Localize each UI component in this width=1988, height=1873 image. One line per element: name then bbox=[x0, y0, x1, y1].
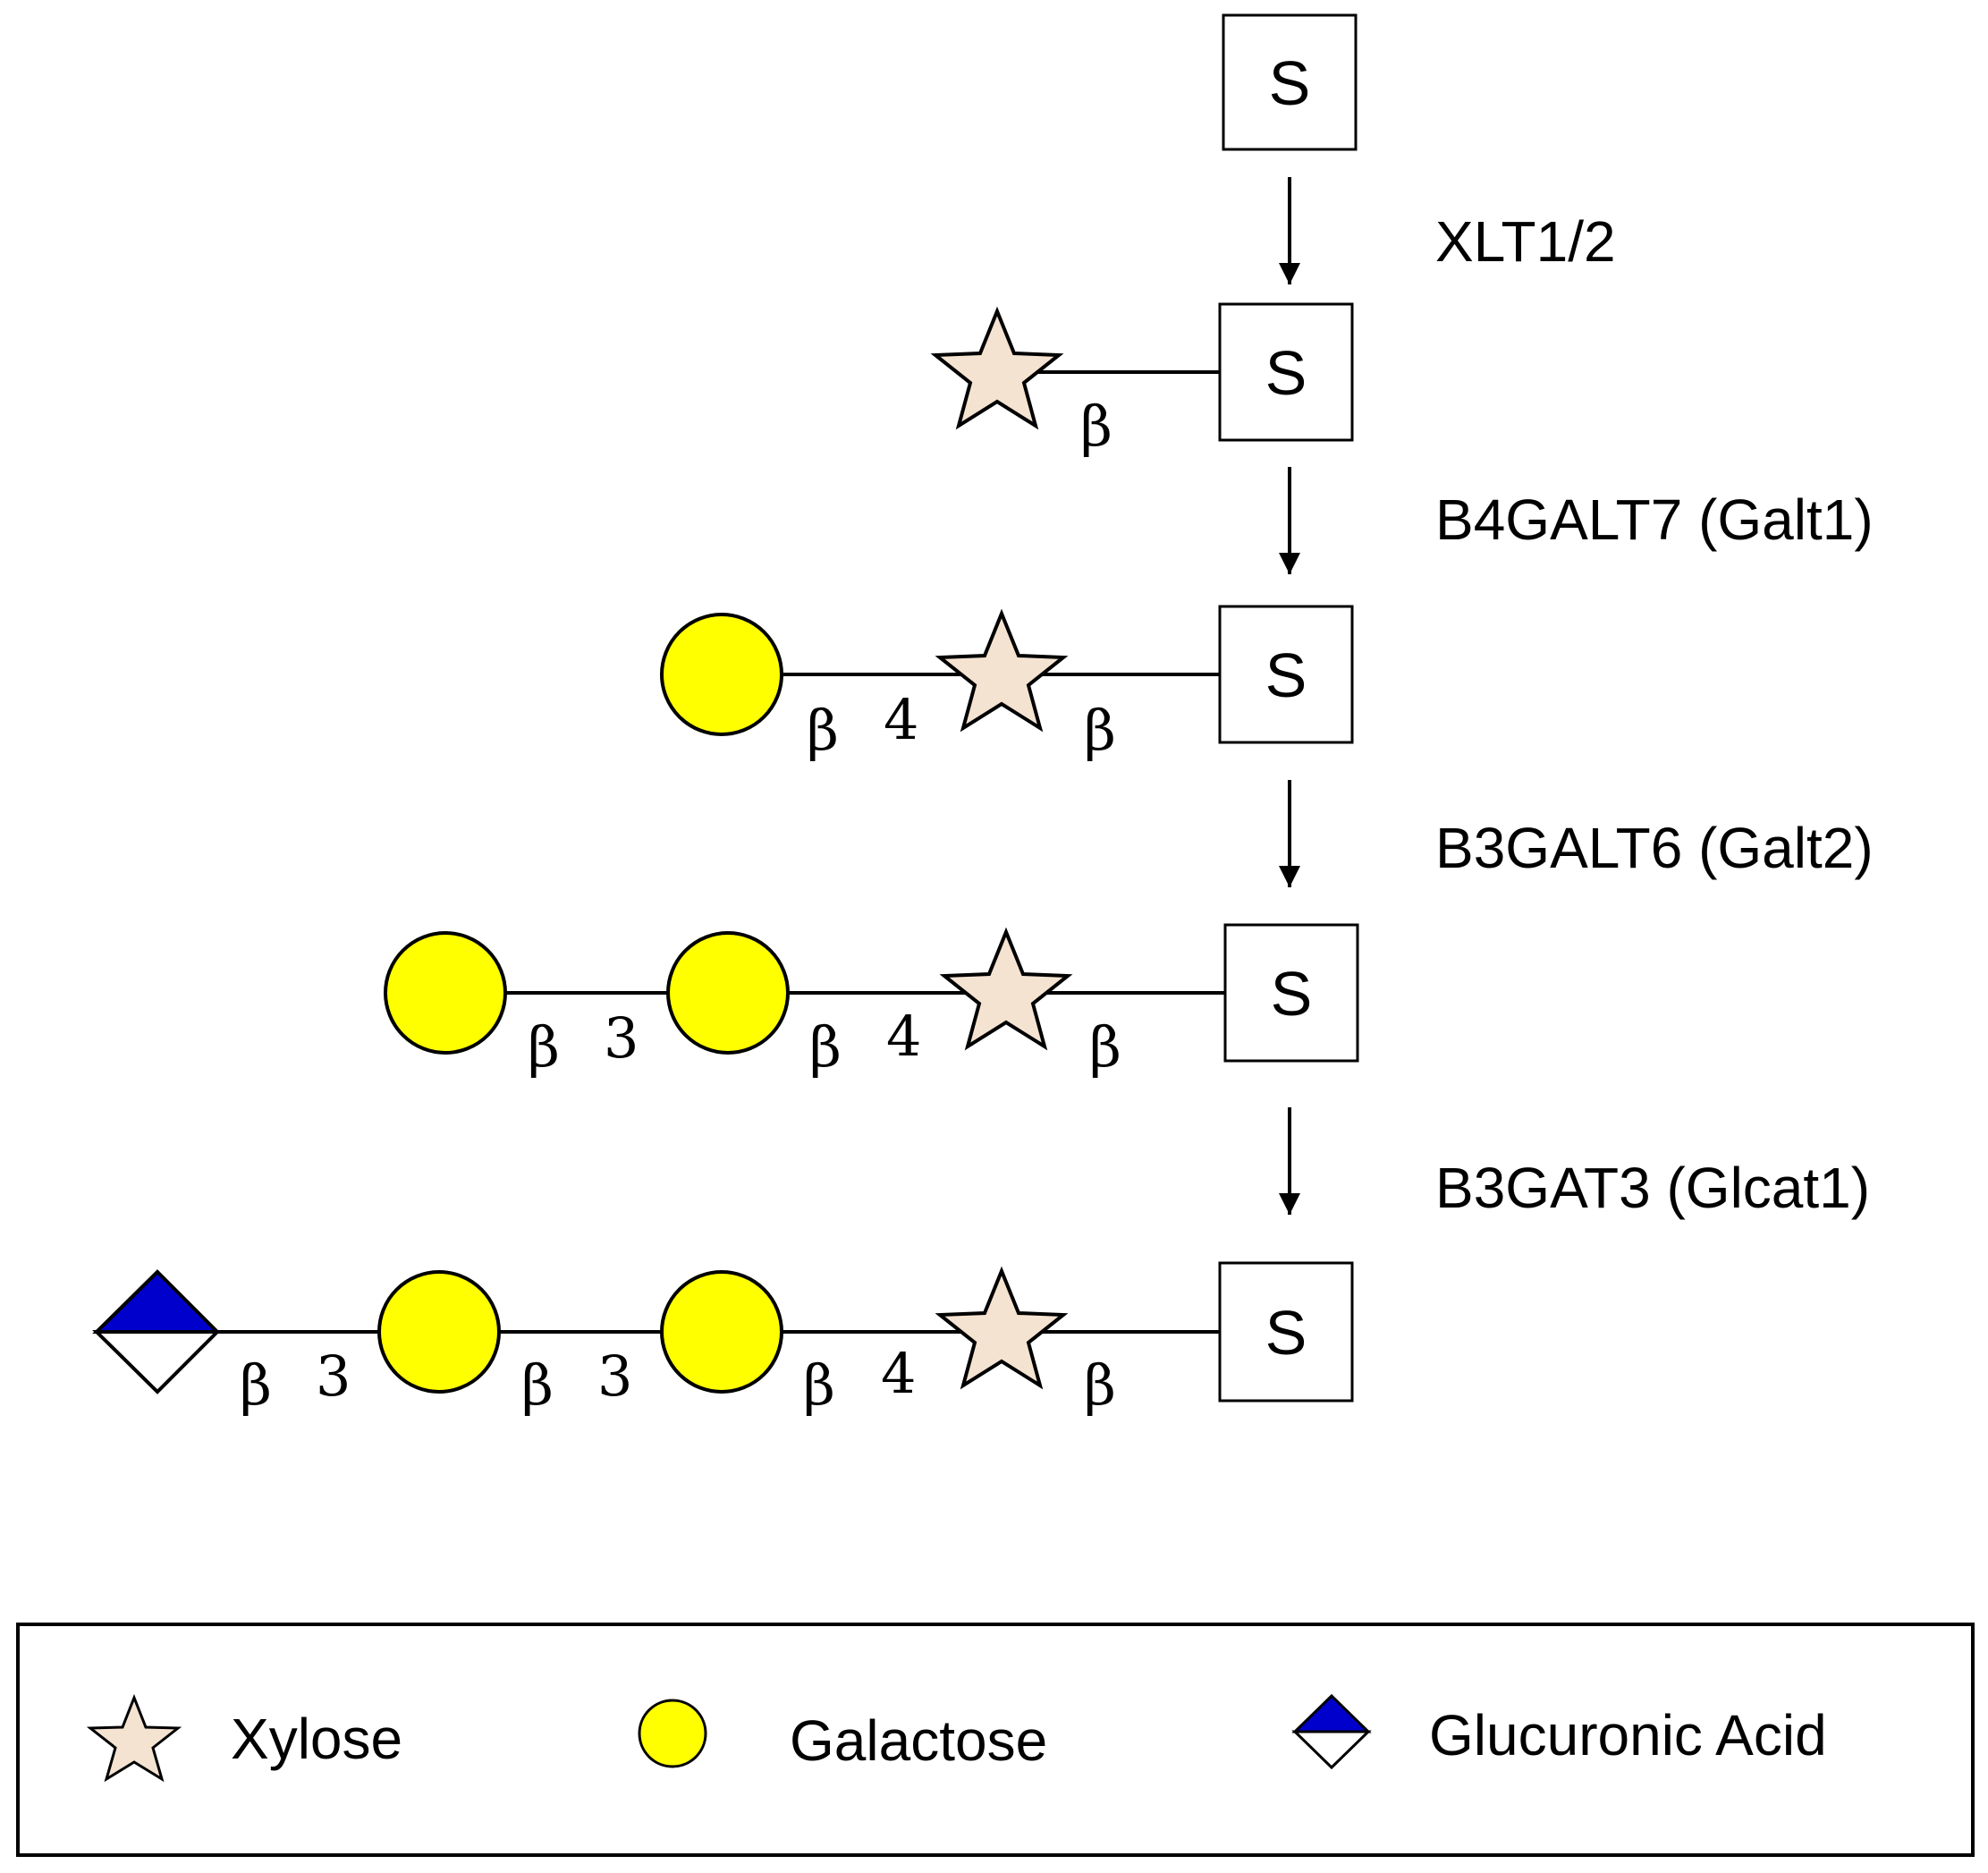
linkage-position: 3 bbox=[316, 1343, 351, 1409]
legend-label-xylose: Xylose bbox=[231, 1707, 402, 1771]
legend-galactose-circle-icon bbox=[638, 1699, 707, 1768]
linkage-beta: β bbox=[1080, 394, 1112, 459]
legend-label-glucuronic-acid: Glucuronic Acid bbox=[1429, 1703, 1827, 1767]
enzyme-label-b3gat3: B3GAT3 (Glcat1) bbox=[1435, 1156, 1870, 1220]
serine-box bbox=[1218, 605, 1354, 744]
xylose-star-icon bbox=[935, 1266, 1069, 1390]
step-5-linkage-tetrasaccharide: β 3 β 3 β 4 β S bbox=[92, 1261, 1354, 1418]
linkage-beta: β bbox=[240, 1352, 272, 1418]
linkage-position: 4 bbox=[881, 1341, 916, 1406]
galactose-circle-icon bbox=[377, 1270, 501, 1394]
xylose-star-icon bbox=[939, 927, 1073, 1051]
serine-box bbox=[1223, 923, 1359, 1063]
step-3-gal-xyl-serine: β 4 β S bbox=[660, 605, 1354, 763]
serine-label: S bbox=[1269, 48, 1311, 118]
step-1-serine: S bbox=[1222, 13, 1358, 151]
galactose-circle-icon bbox=[666, 931, 790, 1055]
glucuronic-acid-diamond-lower bbox=[92, 1330, 222, 1394]
enzyme-label-xlt: XLT1/2 bbox=[1435, 209, 1616, 274]
enzyme-label-b4galt7: B4GALT7 (Galt1) bbox=[1435, 487, 1874, 552]
step-4-gal-gal-xyl-serine: β 3 β 4 β S bbox=[384, 923, 1359, 1080]
linkage-position: 3 bbox=[604, 1005, 639, 1071]
serine-label: S bbox=[1265, 1298, 1307, 1368]
step-2-xyl-serine: β S bbox=[930, 302, 1354, 459]
linkage-beta: β bbox=[528, 1014, 560, 1080]
galactose-circle-icon bbox=[660, 1270, 783, 1394]
linkage-beta: β bbox=[809, 1014, 842, 1080]
serine-box bbox=[1218, 302, 1354, 442]
serine-box bbox=[1218, 1261, 1354, 1403]
legend-box bbox=[16, 1623, 1975, 1857]
legend-xylose-star-icon bbox=[86, 1693, 182, 1783]
serine-box bbox=[1222, 13, 1358, 151]
galactose-circle-icon bbox=[660, 613, 783, 736]
serine-label: S bbox=[1271, 959, 1313, 1029]
linkage-beta: β bbox=[1089, 1014, 1121, 1080]
xylose-star-icon bbox=[935, 608, 1069, 733]
legend-glucuronic-acid-diamond-lower bbox=[1291, 1730, 1372, 1770]
linkage-beta: β bbox=[1084, 1352, 1116, 1418]
linkage-position: 4 bbox=[884, 687, 918, 752]
linkage-position: 4 bbox=[886, 1004, 921, 1069]
linkage-beta: β bbox=[521, 1352, 554, 1418]
xylose-star-icon bbox=[930, 306, 1064, 430]
enzyme-label-b3galt6: B3GALT6 (Galt2) bbox=[1435, 816, 1874, 880]
legend-label-galactose: Galactose bbox=[790, 1708, 1047, 1773]
linkage-beta: β bbox=[1084, 698, 1116, 763]
linkage-beta: β bbox=[803, 1352, 835, 1418]
linkage-beta: β bbox=[807, 698, 839, 763]
linkage-position: 3 bbox=[597, 1343, 632, 1409]
glucuronic-acid-diamond-icon bbox=[92, 1269, 222, 1334]
serine-label: S bbox=[1265, 640, 1307, 710]
serine-label: S bbox=[1265, 338, 1307, 408]
legend: Xylose Galactose Glucuronic Acid bbox=[16, 1623, 1975, 1857]
galactose-circle-icon bbox=[384, 931, 507, 1055]
